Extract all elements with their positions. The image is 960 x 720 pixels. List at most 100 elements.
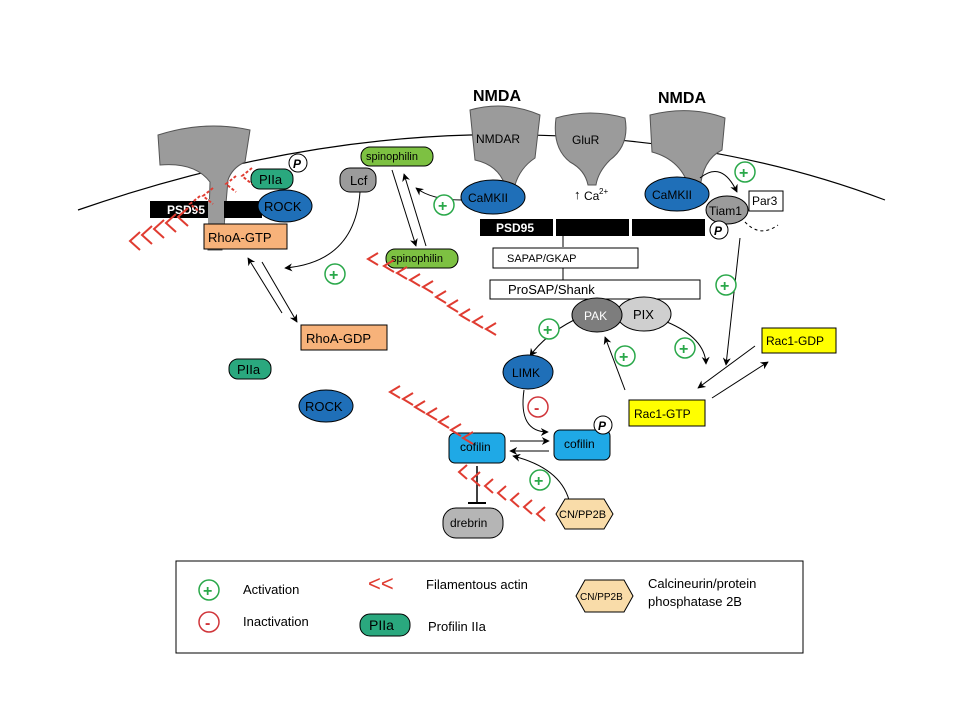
spinophilin-down-arrow bbox=[391, 169, 418, 247]
svg-text:+: + bbox=[720, 278, 729, 295]
legend-activation-icon: + bbox=[198, 579, 220, 601]
rhoa-gdp-to-gtp-arrow bbox=[247, 257, 283, 314]
nmdar-label: NMDAR bbox=[476, 132, 520, 146]
activation-marker-camkii: + bbox=[433, 194, 455, 216]
spinophilin-top-node bbox=[360, 146, 434, 167]
camkii-right-label: CaMKII bbox=[652, 188, 692, 202]
phospho-badge-piia bbox=[288, 153, 308, 173]
cn-to-cofilin-arrow bbox=[512, 453, 570, 501]
sapap-gkap-node bbox=[492, 247, 639, 269]
ca-arrow: ↑ bbox=[574, 187, 581, 202]
ca-superscript: 2+ bbox=[599, 187, 608, 196]
actin-chevrons-cofilin bbox=[388, 385, 474, 445]
spinophilin-mid-node bbox=[385, 248, 459, 269]
psd95-left-bar bbox=[150, 201, 262, 218]
svg-text:+: + bbox=[534, 473, 543, 490]
glur-label: GluR bbox=[572, 133, 600, 147]
pix-label: PIX bbox=[633, 307, 654, 322]
rac1-gdp-to-gtp-arrow bbox=[697, 345, 756, 389]
rac1-to-pak-arrow bbox=[603, 336, 626, 391]
activation-marker-pix-rac1: + bbox=[674, 337, 696, 359]
piia-mid-label: PIIa bbox=[237, 362, 261, 377]
legend-actin-icon: << bbox=[368, 571, 394, 596]
phospho-badge-tiam1 bbox=[709, 220, 729, 240]
svg-text:+: + bbox=[619, 349, 628, 366]
camkii-to-spinophilin-arrow bbox=[415, 187, 463, 201]
svg-text:+: + bbox=[329, 267, 338, 284]
legend-piia-icon bbox=[359, 613, 411, 637]
cn-pp2b-node bbox=[555, 498, 614, 530]
psd95-right-label: PSD95 bbox=[496, 221, 534, 235]
legend-activation-label: Activation bbox=[243, 582, 299, 597]
limk-label: LIMK bbox=[512, 366, 540, 380]
piia-top-node bbox=[250, 168, 294, 190]
spinophilin-top-label: spinophilin bbox=[366, 151, 418, 163]
actin-chevrons-left bbox=[128, 167, 253, 251]
rock-mid-node bbox=[298, 389, 354, 423]
cofilin-left-label: cofilin bbox=[460, 440, 491, 454]
rhoa-gtp-node bbox=[203, 223, 288, 250]
rhoa-gtp-to-gdp-arrow bbox=[261, 261, 298, 323]
nmdar-receptor bbox=[469, 105, 541, 186]
nmda-right-receptor bbox=[649, 110, 726, 191]
pak-label: PAK bbox=[584, 309, 607, 323]
camkii-left-label: CaMKII bbox=[468, 191, 508, 205]
cofilin-right-node bbox=[553, 429, 611, 461]
camkii-right-node bbox=[644, 176, 710, 212]
phospho-label-tiam1: P bbox=[714, 224, 723, 238]
phospho-label-cofilin: P bbox=[598, 419, 607, 433]
svg-text:+: + bbox=[679, 341, 688, 358]
phospho-badge-cofilin bbox=[593, 415, 613, 435]
rhoa-gdp-node bbox=[300, 324, 388, 351]
activation-marker-rac1-pak: + bbox=[614, 345, 636, 367]
svg-text:+: + bbox=[739, 165, 748, 182]
activation-marker-lcf: + bbox=[324, 263, 346, 285]
legend-inactivation-icon: - bbox=[198, 611, 220, 633]
activation-marker-pak-limk: + bbox=[538, 318, 560, 340]
pix-to-rac1-arrow bbox=[666, 321, 710, 365]
activation-marker-tiam1-rac1: + bbox=[715, 274, 737, 296]
spinophilin-mid-label: spinophilin bbox=[391, 253, 443, 265]
sapap-gkap-label: SAPAP/GKAP bbox=[507, 253, 577, 265]
tiam1-node bbox=[705, 195, 749, 225]
glur-receptor bbox=[554, 112, 627, 186]
svg-text:-: - bbox=[205, 615, 210, 632]
nmda-right-label: NMDA bbox=[658, 90, 706, 107]
prosap-shank-label: ProSAP/Shank bbox=[508, 282, 595, 297]
psd95-gap-2 bbox=[629, 219, 632, 236]
psd95-right-bar bbox=[480, 219, 705, 236]
cofilin-right-label: cofilin bbox=[564, 437, 595, 451]
legend-cn-icon bbox=[575, 579, 634, 613]
piia-mid-node bbox=[228, 358, 272, 380]
svg-text:+: + bbox=[203, 583, 212, 600]
legend-actin-label: Filamentous actin bbox=[426, 577, 528, 592]
rac1-gdp-node bbox=[761, 327, 837, 354]
rac1-gtp-label: Rac1-GTP bbox=[634, 407, 691, 421]
rock-top-label: ROCK bbox=[264, 199, 302, 214]
piia-top-label: PIIa bbox=[259, 172, 283, 187]
nmda-left-label: NMDA bbox=[473, 88, 521, 105]
camkii-to-tiam1-arrow bbox=[699, 171, 738, 193]
tiam1-to-rac1-arrow bbox=[722, 237, 741, 366]
cn-pp2b-label: CN/PP2B bbox=[559, 509, 606, 521]
drebrin-node bbox=[442, 507, 504, 539]
tiam1-label: Tiam1 bbox=[709, 204, 742, 218]
rhoa-gdp-label: RhoA-GDP bbox=[306, 331, 371, 346]
drebrin-label: drebrin bbox=[450, 516, 487, 530]
legend-cn-label-1: Calcineurin/protein bbox=[648, 576, 756, 591]
rac1-gdp-label: Rac1-GDP bbox=[766, 334, 824, 348]
left-receptor bbox=[157, 125, 251, 251]
lcf-to-rhoa-arrow bbox=[284, 191, 361, 272]
svg-text:-: - bbox=[534, 400, 539, 417]
rac1-gtp-node bbox=[628, 399, 706, 427]
legend-piia-label: Profilin IIa bbox=[428, 619, 487, 634]
actin-chevrons-spinophilin bbox=[366, 252, 497, 336]
lcf-label: Lcf bbox=[350, 173, 368, 188]
activation-marker-cn: + bbox=[529, 469, 551, 491]
svg-text:+: + bbox=[438, 198, 447, 215]
tiam1-par3-dashed-link bbox=[744, 221, 779, 232]
legend-cn-symbol: CN/PP2B bbox=[580, 592, 623, 603]
legend-cn-label-2: phosphatase 2B bbox=[648, 594, 742, 609]
activation-marker-tiam1: + bbox=[734, 161, 756, 183]
